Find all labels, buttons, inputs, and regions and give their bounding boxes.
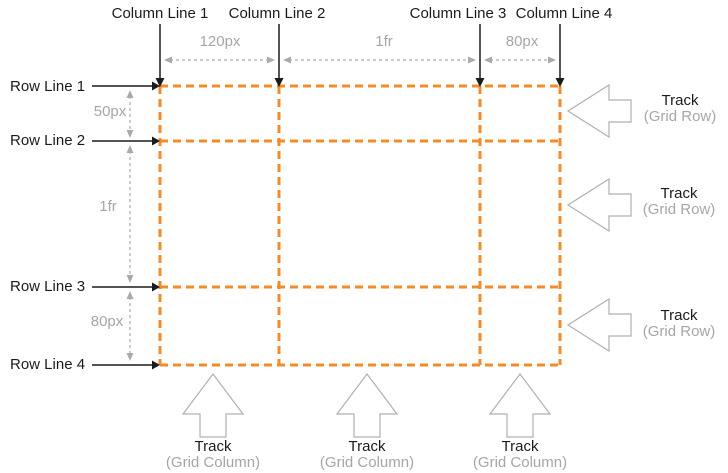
column-line-pointer-arrows xyxy=(155,24,565,87)
row-track-size-3: 80px xyxy=(90,313,124,330)
column-line-3-label: Column Line 3 xyxy=(409,5,507,22)
column-track-size-3: 80px xyxy=(505,33,539,50)
grid-track-lines xyxy=(158,84,562,367)
row-line-pointer-arrows xyxy=(92,81,160,370)
row-track-size-2: 1fr xyxy=(99,198,117,215)
column-track-arrows xyxy=(181,373,552,438)
track-subtitle: (Grid Row) xyxy=(642,323,716,340)
column-track-label-1: Track (Grid Column) xyxy=(166,439,260,471)
track-title: Track xyxy=(660,185,698,202)
track-title: Track xyxy=(194,438,232,455)
track-row-arrow-icon xyxy=(566,83,632,139)
row-track-size-1: 50px xyxy=(93,103,127,120)
column-track-size-1: 120px xyxy=(199,33,241,50)
track-row-arrow-icon xyxy=(566,297,632,353)
track-title: Track xyxy=(348,438,386,455)
row-line-3-label: Row Line 3 xyxy=(10,278,86,295)
column-line-4-label: Column Line 4 xyxy=(515,5,613,22)
track-title: Track xyxy=(660,307,698,324)
row-track-arrows xyxy=(566,83,632,353)
column-track-label-2: Track (Grid Column) xyxy=(320,439,414,471)
track-column-arrow-icon xyxy=(488,373,552,438)
column-size-measure-arrows xyxy=(164,56,556,64)
row-track-label-2: Track (Grid Row) xyxy=(643,186,716,218)
row-track-label-3: Track (Grid Row) xyxy=(643,308,716,340)
track-subtitle: (Grid Column) xyxy=(319,454,415,471)
column-line-1-label: Column Line 1 xyxy=(111,5,209,22)
row-line-1-label: Row Line 1 xyxy=(10,78,86,95)
column-track-label-3: Track (Grid Column) xyxy=(473,439,567,471)
row-track-label-1: Track (Grid Row) xyxy=(644,93,717,125)
row-line-4-label: Row Line 4 xyxy=(10,356,86,373)
track-column-arrow-icon xyxy=(335,373,399,438)
track-subtitle: (Grid Column) xyxy=(165,454,261,471)
row-line-2-label: Row Line 2 xyxy=(10,132,86,149)
column-line-2-label: Column Line 2 xyxy=(228,5,326,22)
track-column-arrow-icon xyxy=(181,373,245,438)
track-row-arrow-icon xyxy=(566,177,632,233)
row-size-measure-arrows xyxy=(126,90,134,361)
track-title: Track xyxy=(661,92,699,109)
track-subtitle: (Grid Column) xyxy=(472,454,568,471)
track-subtitle: (Grid Row) xyxy=(643,108,717,125)
track-subtitle: (Grid Row) xyxy=(642,201,716,218)
column-track-size-2: 1fr xyxy=(375,33,393,50)
track-title: Track xyxy=(501,438,539,455)
